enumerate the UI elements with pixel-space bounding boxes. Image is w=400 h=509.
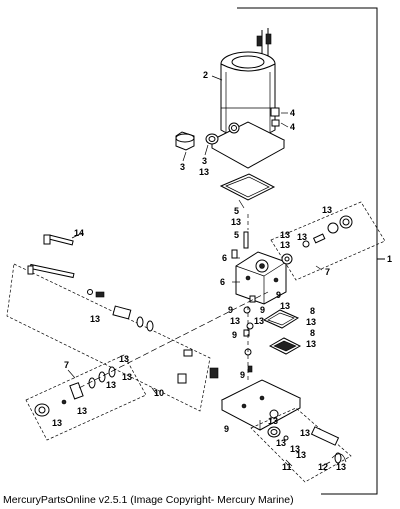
callout-5: 5 — [234, 230, 239, 240]
callout-7: 7 — [325, 267, 330, 277]
callout-9: 9 — [224, 424, 229, 434]
callout-13: 13 — [230, 316, 240, 326]
callout-2: 2 — [203, 70, 208, 80]
valve-kit-upper[interactable] — [270, 201, 386, 281]
callout-8: 8 — [310, 328, 315, 338]
callout-13: 13 — [90, 314, 100, 324]
callout-13: 13 — [280, 230, 290, 240]
callout-9: 9 — [276, 290, 281, 300]
gasket-part[interactable] — [219, 173, 276, 209]
image-caption: MercuryPartsOnline v2.5.1 (Image Copyrig… — [3, 494, 294, 506]
callout-13: 13 — [268, 416, 278, 426]
leader-lines — [67, 75, 331, 467]
callout-12: 12 — [318, 462, 328, 472]
callout-13: 13 — [52, 418, 62, 428]
callout-13: 13 — [280, 240, 290, 250]
callout-13: 13 — [231, 217, 241, 227]
callout-7: 7 — [64, 360, 69, 370]
callout-6: 6 — [222, 253, 227, 263]
callout-13: 13 — [290, 444, 300, 454]
callout-9: 9 — [260, 305, 265, 315]
callout-10: 10 — [154, 388, 164, 398]
fill-plug-part[interactable] — [175, 131, 219, 151]
callout-13: 13 — [199, 167, 209, 177]
valve-kit-lower[interactable] — [25, 354, 147, 441]
pump-part[interactable] — [231, 249, 287, 305]
callout-13: 13 — [77, 406, 87, 416]
motor-part[interactable] — [210, 28, 286, 169]
assembly-bracket — [237, 7, 385, 495]
callout-3: 3 — [180, 162, 185, 172]
callout-3: 3 — [202, 156, 207, 166]
callout-13: 13 — [254, 316, 264, 326]
manifold-kit-left[interactable] — [6, 234, 219, 412]
callout-13: 13 — [297, 232, 307, 242]
callout-9: 9 — [228, 305, 233, 315]
callout-13: 13 — [300, 428, 310, 438]
callout-13: 13 — [306, 339, 316, 349]
callout-13: 13 — [122, 372, 132, 382]
screw-part[interactable] — [270, 107, 289, 128]
callout-1: 1 — [387, 254, 392, 264]
callout-9: 9 — [232, 330, 237, 340]
callout-8: 8 — [310, 306, 315, 316]
callout-5: 5 — [234, 206, 239, 216]
callout-6: 6 — [220, 277, 225, 287]
callout-11: 11 — [282, 462, 292, 472]
callout-14: 14 — [74, 228, 84, 238]
dowel-pin-part[interactable] — [243, 231, 249, 249]
callout-13: 13 — [119, 354, 129, 364]
callout-9: 9 — [240, 370, 245, 380]
valve-kit-bottom-right[interactable] — [250, 407, 352, 483]
callout-4: 4 — [290, 122, 295, 132]
callout-13: 13 — [336, 462, 346, 472]
callout-4: 4 — [290, 108, 295, 118]
base-plate-part[interactable] — [220, 379, 302, 431]
callout-13: 13 — [296, 450, 306, 460]
center-small-parts[interactable] — [243, 295, 302, 373]
callout-13: 13 — [306, 317, 316, 327]
callout-13: 13 — [322, 205, 332, 215]
callout-13: 13 — [280, 301, 290, 311]
callout-13: 13 — [276, 438, 286, 448]
callout-13: 13 — [106, 380, 116, 390]
